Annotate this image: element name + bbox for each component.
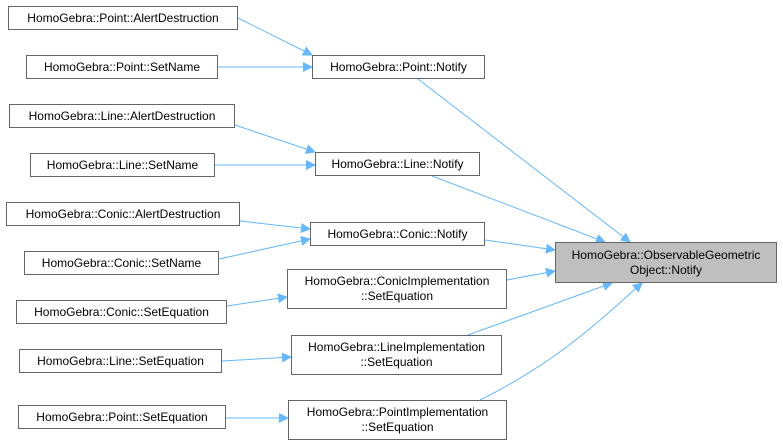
edge-conic-seteq-to-impl	[226, 293, 288, 307]
edge-conic-alert-to-notify	[239, 220, 311, 233]
node-label: HomoGebra::Point::SetEquation	[36, 409, 208, 424]
edge-point-notify-to-target	[417, 78, 631, 243]
edge-point-impl-to-target	[479, 282, 643, 401]
node-label: HomoGebra::Line::SetName	[46, 157, 199, 172]
edge-line-seteq-to-impl	[221, 352, 292, 363]
node-label: HomoGebra::Conic::AlertDestruction	[25, 206, 221, 221]
edge-line-impl-to-target	[467, 281, 613, 336]
node-label: HomoGebra::Point::Notify	[330, 59, 467, 74]
node-label: ::SetEquation	[361, 420, 434, 434]
node-point-set-equation[interactable]: HomoGebra::Point::SetEquation	[18, 405, 226, 429]
node-label: HomoGebra::Line::SetEquation	[37, 353, 204, 368]
node-label: HomoGebra::Line::AlertDestruction	[28, 108, 216, 123]
edge-conic-notify-to-target	[484, 239, 556, 254]
edge-conic-setname-to-notify	[218, 236, 311, 260]
node-label: HomoGebra::Line::Notify	[331, 156, 464, 171]
node-point-notify[interactable]: HomoGebra::Point::Notify	[312, 55, 485, 79]
edge-line-notify-to-target	[431, 175, 606, 244]
node-conic-set-name[interactable]: HomoGebra::Conic::SetName	[24, 251, 219, 275]
node-label: HomoGebra::Conic::SetEquation	[34, 304, 209, 319]
node-point-set-name[interactable]: HomoGebra::Point::SetName	[26, 55, 218, 79]
node-line-implementation-set-equation[interactable]: HomoGebra::LineImplementation::SetEquati…	[291, 335, 502, 375]
node-label: HomoGebra::Conic::SetName	[41, 255, 202, 270]
node-label: HomoGebra::Point::SetName	[43, 59, 201, 74]
node-label: HomoGebra::LineImplementation	[308, 340, 485, 354]
node-point-alert-destruction[interactable]: HomoGebra::Point::AlertDestruction	[8, 6, 238, 30]
node-label: HomoGebra::ConicImplementation	[304, 274, 490, 288]
edge-conic-impl-to-target	[506, 267, 556, 281]
node-conic-notify[interactable]: HomoGebra::Conic::Notify	[310, 222, 485, 246]
node-line-notify[interactable]: HomoGebra::Line::Notify	[315, 152, 480, 176]
node-label: HomoGebra::Point::AlertDestruction	[27, 10, 219, 25]
node-line-set-name[interactable]: HomoGebra::Line::SetName	[30, 153, 215, 177]
node-line-set-equation[interactable]: HomoGebra::Line::SetEquation	[19, 349, 222, 373]
node-conic-alert-destruction[interactable]: HomoGebra::Conic::AlertDestruction	[6, 202, 240, 226]
node-conic-set-equation[interactable]: HomoGebra::Conic::SetEquation	[16, 300, 227, 324]
node-label: Object::Notify	[629, 262, 703, 277]
node-line-alert-destruction[interactable]: HomoGebra::Line::AlertDestruction	[9, 104, 235, 128]
node-conic-implementation-set-equation[interactable]: HomoGebra::ConicImplementation::SetEquat…	[287, 269, 507, 309]
node-label: HomoGebra::Conic::Notify	[327, 226, 468, 241]
node-label: ::SetEquation	[360, 289, 434, 303]
node-label: ::SetEquation	[360, 355, 433, 369]
node-label: HomoGebra::PointImplementation	[306, 405, 489, 419]
node-point-implementation-set-equation[interactable]: HomoGebra::PointImplementation::SetEquat…	[288, 400, 507, 440]
node-label: HomoGebra::ObservableGeometric	[571, 247, 761, 262]
edge-line-alert-to-notify	[234, 124, 316, 154]
edge-point-alert-to-notify	[237, 17, 313, 56]
